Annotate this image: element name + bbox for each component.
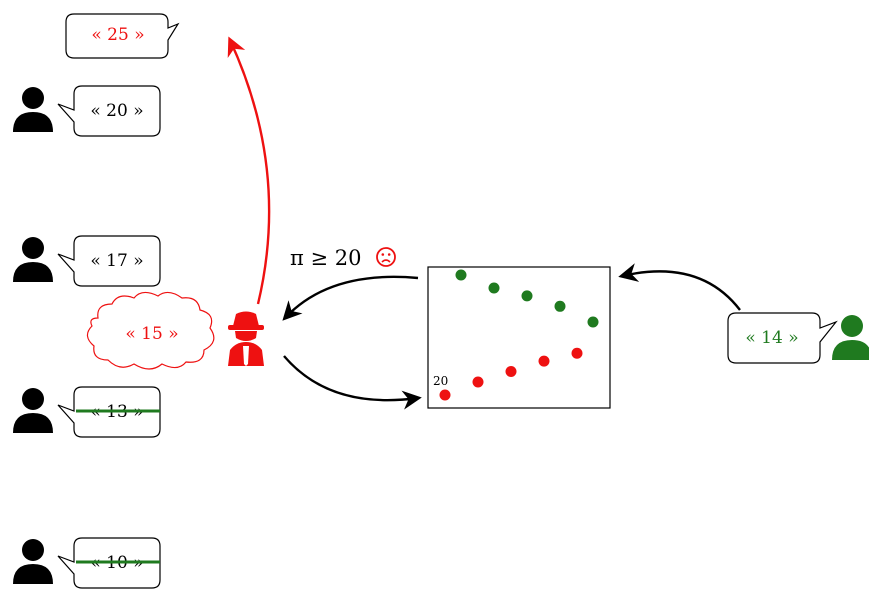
scatter-point xyxy=(439,389,451,401)
thought-cloud-15: « 15 » xyxy=(86,291,215,370)
user-icon xyxy=(13,388,53,433)
speech-bubble-14 xyxy=(727,312,838,364)
user-20-group: « 20 » xyxy=(13,85,161,137)
bubble-text-20: « 20 » xyxy=(90,101,143,121)
user-13-group: « 13 » xyxy=(13,386,161,438)
arrow-plot-to-spy xyxy=(282,275,419,321)
condition-text: π ≥ 20 xyxy=(290,246,361,270)
speech-bubble-20 xyxy=(57,85,161,137)
scatter-point xyxy=(521,290,533,302)
red-arrow-up xyxy=(227,36,271,305)
scatter-point xyxy=(488,282,500,294)
thought-text-15: « 15 » xyxy=(125,324,178,344)
spy-icon xyxy=(228,311,264,366)
speech-bubble-17 xyxy=(57,235,161,287)
user-icon xyxy=(13,237,53,282)
scatter-point xyxy=(505,366,517,378)
condition-label: π ≥ 20 xyxy=(290,246,396,270)
scatter-point xyxy=(472,376,484,388)
scatter-point xyxy=(554,300,566,312)
scatter-point xyxy=(587,316,599,328)
bubble-text-17: « 17 » xyxy=(90,251,143,271)
arrow-user-to-plot xyxy=(618,263,741,311)
arrow-spy-to-plot xyxy=(283,355,422,410)
plot-points xyxy=(439,269,599,401)
right-user-group: « 14 » xyxy=(727,312,869,364)
user-10-group: « 10 » xyxy=(13,537,161,589)
user-icon xyxy=(832,315,869,360)
bubble-text-25: « 25 » xyxy=(91,25,144,45)
scatter-plot: 20 xyxy=(427,266,611,409)
plot-annotation: 20 xyxy=(433,374,448,388)
speech-bubble-25: « 25 » xyxy=(65,13,180,59)
user-icon xyxy=(13,539,53,584)
scatter-point xyxy=(455,269,467,281)
bubble-text-14: « 14 » xyxy=(745,328,798,348)
user-17-group: « 17 » xyxy=(13,235,161,287)
plot-frame xyxy=(427,266,611,409)
scatter-point xyxy=(571,347,583,359)
frowning-face-icon xyxy=(376,247,396,267)
scatter-point xyxy=(538,355,550,367)
user-icon xyxy=(13,87,53,132)
